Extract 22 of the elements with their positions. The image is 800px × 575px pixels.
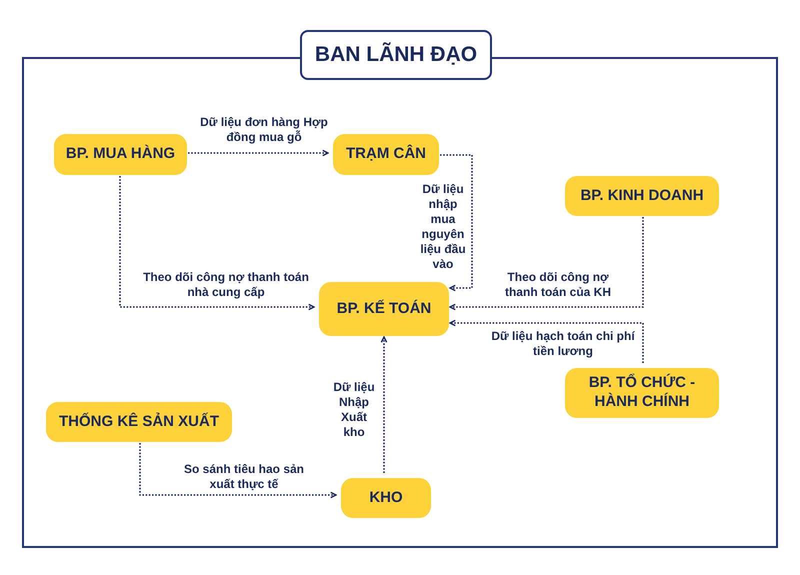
department-box: THỐNG KÊ SẢN XUẤT (46, 402, 232, 442)
edge-label: Dữ liệu đơn hàng Hợp đồng mua gỗ (199, 115, 329, 145)
department-box: TRẠM CÂN (333, 134, 439, 175)
edge-label: Theo dõi công nợ thanh toán nhà cung cấp (142, 270, 310, 300)
dotted-arrow (139, 443, 337, 498)
edge-label: So sánh tiêu hao sản xuất thực tế (182, 462, 306, 492)
edge-label: Dữ liệu nhập mua nguyên liệu đầu vào (419, 182, 467, 272)
dotted-arrow (449, 320, 644, 363)
department-box: BP. TỔ CHỨC - HÀNH CHÍNH (565, 368, 719, 418)
department-box: KHO (341, 478, 431, 518)
department-box: BP. MUA HÀNG (54, 134, 187, 175)
title-box: BAN LÃNH ĐẠO (300, 30, 492, 80)
dotted-arrow (119, 176, 315, 310)
department-box: BP. KINH DOANH (565, 176, 719, 216)
dotted-arrow (449, 217, 644, 310)
dotted-arrow (188, 150, 329, 156)
dotted-arrow (440, 154, 473, 292)
dotted-arrow (380, 336, 388, 473)
edge-label: Dữ liệu Nhập Xuất kho (332, 380, 376, 440)
department-box: BP. KẾ TOÁN (319, 282, 449, 336)
edge-label: Dữ liệu hạch toán chi phí tiền lương (490, 329, 636, 359)
edge-label: Theo dõi công nợ thanh toán của KH (504, 270, 612, 300)
